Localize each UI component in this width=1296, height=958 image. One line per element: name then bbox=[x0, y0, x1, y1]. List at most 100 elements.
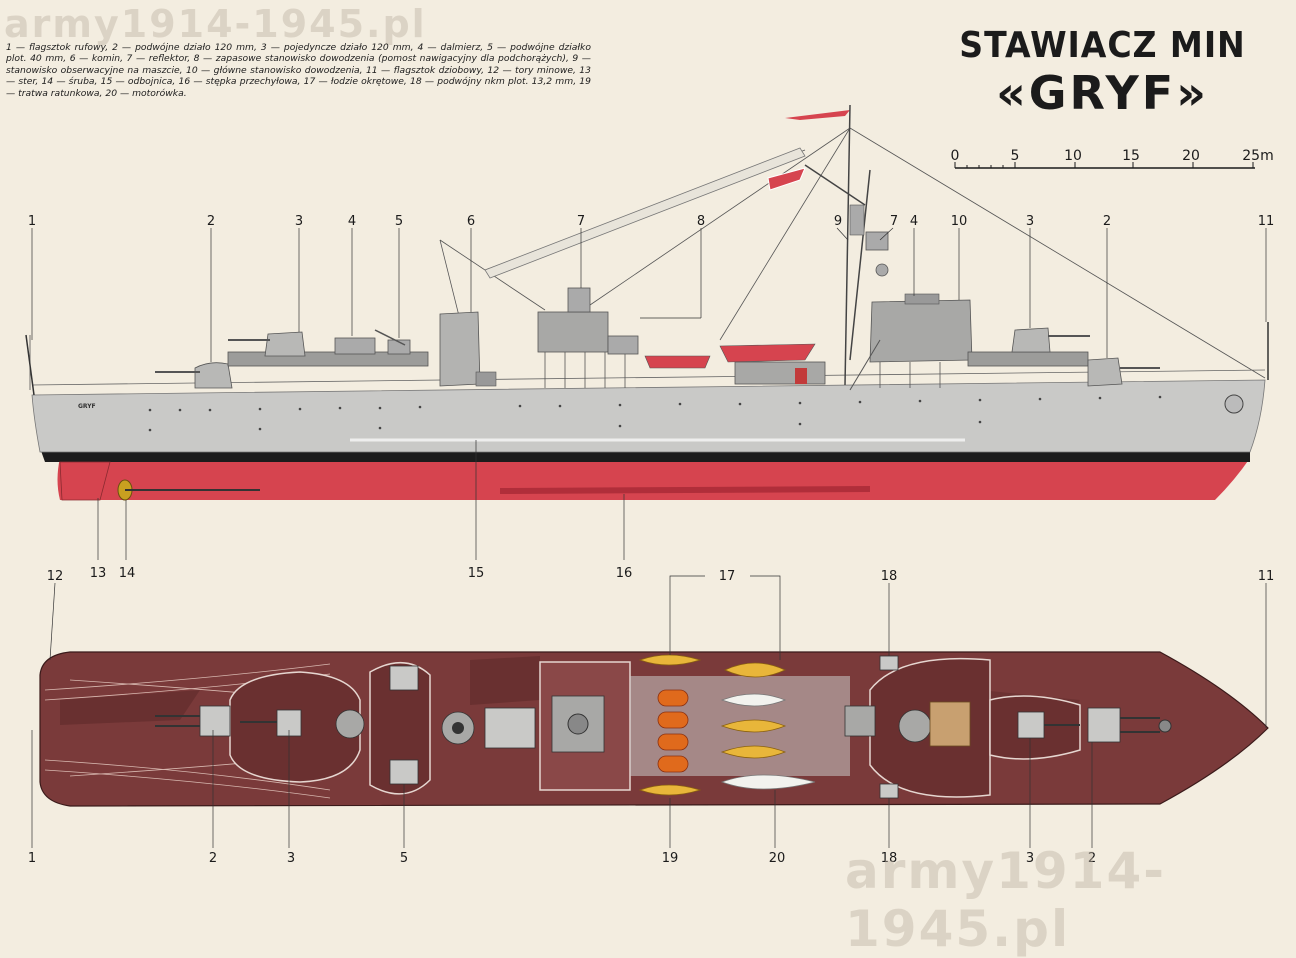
pennant-top bbox=[785, 110, 850, 120]
deck-motorboat bbox=[720, 774, 816, 790]
title-line-1: STAWIACZ MIN bbox=[959, 25, 1246, 66]
callout-side-4-fwd: 4 bbox=[910, 214, 918, 229]
deck-mast-base bbox=[844, 705, 876, 737]
callout-side-8: 8 bbox=[697, 214, 705, 229]
deck-hmg-starboard bbox=[879, 783, 899, 799]
deck-fwd-single-gun bbox=[1017, 711, 1045, 739]
hull-name: GRYF bbox=[78, 403, 96, 410]
callout-side-2: 2 bbox=[207, 214, 215, 229]
searchlight-fwd bbox=[865, 231, 889, 251]
deck-ventilators bbox=[484, 707, 536, 749]
callout-top-18: 18 bbox=[881, 569, 898, 584]
deck-boat-3 bbox=[720, 693, 787, 707]
deck-bridge-rangefinder bbox=[898, 709, 932, 743]
side-profile: GRYF bbox=[25, 104, 1269, 501]
funnel bbox=[439, 311, 481, 387]
aft-single-gun bbox=[264, 331, 306, 357]
callout-top-12: 12 bbox=[47, 569, 64, 584]
side-boat-1 bbox=[644, 355, 711, 369]
callout-side-3: 3 bbox=[295, 214, 303, 229]
deck-boat-5 bbox=[720, 745, 787, 759]
callout-top-19: 19 bbox=[662, 851, 679, 866]
scale-tick-5: 5 bbox=[1011, 148, 1020, 164]
callout-side-15: 15 bbox=[468, 566, 485, 581]
callout-side-6: 6 bbox=[467, 214, 475, 229]
callout-top-11: 11 bbox=[1258, 569, 1275, 584]
watermark-bottom: army1914-1945.pl bbox=[845, 842, 1167, 958]
scale-tick-10: 10 bbox=[1064, 148, 1082, 164]
callout-side-7-fwd: 7 bbox=[890, 214, 898, 229]
legend-text: 1 — flagsztok rufowy, 2 — podwójne dział… bbox=[6, 42, 591, 99]
anchor-icon bbox=[1224, 394, 1244, 414]
scale-bar: 0 5 10 15 20 25m bbox=[951, 148, 1274, 169]
callout-top-1: 1 bbox=[28, 851, 36, 866]
deck-rangefinder bbox=[335, 709, 365, 739]
deck-aa-gun-port bbox=[389, 665, 419, 691]
title-line-2: «GRYF» bbox=[996, 66, 1209, 120]
aft-twin-gun bbox=[194, 362, 233, 389]
callout-side-13: 13 bbox=[90, 566, 107, 581]
rudder bbox=[59, 461, 111, 501]
life-rafts bbox=[657, 689, 689, 773]
aft-rangefinder bbox=[334, 337, 376, 355]
bridge-supports bbox=[544, 352, 626, 388]
deck-aft-single-gun bbox=[276, 709, 302, 737]
deck-plan bbox=[39, 651, 1269, 807]
callout-side-16: 16 bbox=[616, 566, 633, 581]
scale-tick-15: 15 bbox=[1122, 148, 1140, 164]
deck-bridge-grating bbox=[929, 701, 971, 747]
underwater-hull bbox=[57, 458, 1250, 500]
derrick-boom bbox=[484, 147, 806, 279]
callout-side-4: 4 bbox=[348, 214, 356, 229]
callout-side-2-fwd: 2 bbox=[1103, 214, 1111, 229]
watermark-top: army1914-1945.pl bbox=[4, 2, 427, 46]
portholes bbox=[148, 395, 1162, 432]
callout-side-9: 9 bbox=[834, 214, 842, 229]
scale-tick-25: 25m bbox=[1242, 148, 1273, 164]
deck-hmg-port bbox=[879, 655, 899, 671]
callout-top-3: 3 bbox=[287, 851, 295, 866]
title-block: STAWIACZ MIN «GRYF» bbox=[920, 25, 1285, 120]
mast bbox=[804, 104, 871, 386]
deck-boat-1 bbox=[638, 654, 702, 666]
fwd-rangefinder bbox=[904, 293, 940, 305]
fwd-twin-gun bbox=[1087, 357, 1123, 387]
side-boat-2 bbox=[719, 343, 816, 363]
scale-tick-20: 20 bbox=[1182, 148, 1200, 164]
callout-side-7-aft: 7 bbox=[577, 214, 585, 229]
deck-rail bbox=[31, 369, 1266, 386]
callout-top-2: 2 bbox=[209, 851, 217, 866]
callout-top-3-fwd: 3 bbox=[1026, 851, 1034, 866]
deck-boat-2 bbox=[724, 662, 786, 678]
ship-drawing: 0 5 10 15 20 25m GRYF bbox=[25, 104, 1275, 866]
callout-side-10: 10 bbox=[951, 214, 968, 229]
fwd-single-gun bbox=[1011, 327, 1051, 353]
callout-side-1: 1 bbox=[28, 214, 36, 229]
searchlight-aft bbox=[567, 287, 591, 313]
deck-aa-gun-starboard bbox=[389, 759, 419, 785]
callout-top-5: 5 bbox=[400, 851, 408, 866]
callout-top-17: 17 bbox=[719, 569, 736, 584]
midship-deckhouse bbox=[734, 361, 826, 385]
callout-side-11: 11 bbox=[1258, 214, 1275, 229]
aa-gun-40mm bbox=[387, 339, 411, 355]
callout-top-18-starboard: 18 bbox=[881, 851, 898, 866]
callout-side-14: 14 bbox=[119, 566, 136, 581]
flag bbox=[767, 167, 806, 191]
hull-side bbox=[31, 379, 1266, 453]
main-bridge bbox=[869, 299, 973, 363]
callout-top-2-fwd: 2 bbox=[1088, 851, 1096, 866]
deck-aft-twin-gun bbox=[199, 705, 231, 737]
auxiliary-bridge bbox=[537, 311, 609, 353]
scale-tick-0: 0 bbox=[951, 148, 960, 164]
top-leader-lines bbox=[31, 575, 1267, 848]
fwd-deckhouse bbox=[967, 351, 1089, 367]
bilge-keel bbox=[500, 486, 870, 494]
stern-flagstaff bbox=[25, 334, 35, 396]
callout-side-3-fwd: 3 bbox=[1026, 214, 1034, 229]
callout-side-5: 5 bbox=[395, 214, 403, 229]
deck-raft-boat bbox=[638, 784, 702, 796]
deck-boat-4 bbox=[720, 719, 787, 733]
side-leader-lines bbox=[31, 227, 1267, 560]
callout-top-20: 20 bbox=[769, 851, 786, 866]
